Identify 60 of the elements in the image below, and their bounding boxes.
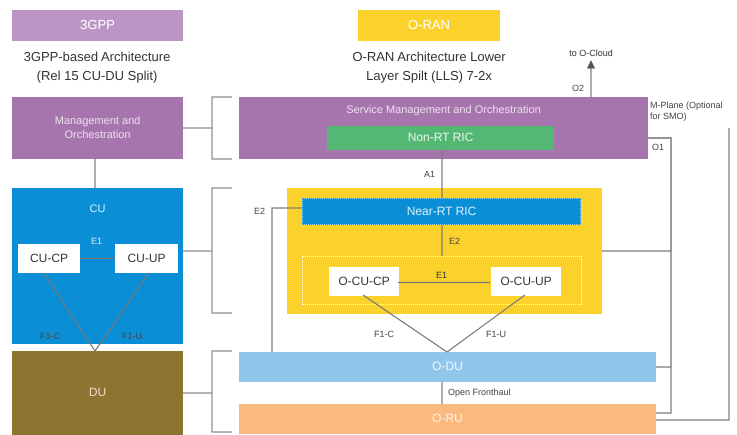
node-text: O-CU-CP <box>338 274 390 290</box>
edge-label: E2 <box>449 236 460 247</box>
du-box <box>12 351 183 435</box>
edge-label: F1-C <box>40 331 60 342</box>
ric-box <box>302 198 581 225</box>
smo-box <box>239 97 648 159</box>
ric-box <box>327 126 554 150</box>
edge-label: F1-C <box>374 329 394 340</box>
node-text: Management and Orchestration <box>54 114 142 142</box>
node-text: Non-RT RIC <box>408 130 474 146</box>
header-bar <box>12 10 183 41</box>
node-text: O-DU <box>432 359 463 375</box>
architecture-title: 3GPP-based Architecture (Rel 15 CU-DU Split) <box>22 48 172 85</box>
dotted-group-box <box>302 256 582 305</box>
connector-line <box>44 272 96 352</box>
edge-label: E1 <box>91 236 102 247</box>
edge-label: E2 <box>254 206 266 217</box>
function-box <box>491 267 561 296</box>
node-text: Near-RT RIC <box>406 204 476 220</box>
edge-label: O2 <box>572 83 584 94</box>
connector-line <box>656 128 730 421</box>
container-box <box>287 188 602 314</box>
connector-line <box>441 382 443 404</box>
management-box <box>12 97 183 159</box>
function-box <box>18 244 80 273</box>
node-text: O-CU-UP <box>500 274 552 290</box>
connector-line <box>80 258 115 260</box>
connector-line <box>94 272 150 352</box>
edge-label: O1 <box>652 142 664 153</box>
cu-box <box>12 188 183 344</box>
connector-line <box>648 137 672 414</box>
edge-label: Open Fronthaul <box>448 387 511 398</box>
node-text: CU-CP <box>30 250 68 266</box>
edge-label: E1 <box>436 270 448 281</box>
node-text: to O-Cloud <box>569 48 613 60</box>
node-text: 3GPP <box>80 17 115 34</box>
architecture-title: O-RAN Architecture Lower Layer Spilt (LLS) 7-2x <box>351 48 507 85</box>
connector-line <box>441 225 443 256</box>
header-bar <box>358 10 500 41</box>
node-text: O-RU <box>432 411 463 427</box>
connector-line <box>94 159 96 188</box>
edge-label: F1-U <box>122 331 142 342</box>
edge-label: F1-U <box>486 329 506 340</box>
node-text: CU-UP <box>128 250 166 266</box>
node-text: DU <box>88 385 106 401</box>
connector-line <box>441 150 443 198</box>
node-text: CU <box>90 202 106 216</box>
function-box <box>329 267 399 296</box>
connector-line <box>362 294 448 352</box>
connector-line <box>398 282 490 284</box>
o-du-bar <box>239 352 656 382</box>
edge-label: M-Plane (Optional for SMO) <box>650 100 724 122</box>
o-ru-bar <box>239 404 656 434</box>
node-text: O-RAN <box>408 17 450 34</box>
function-box <box>115 244 178 273</box>
connector-line <box>271 207 302 352</box>
connector-line <box>446 294 526 352</box>
arrow <box>586 60 596 97</box>
edge-label: A1 <box>424 169 436 180</box>
node-text: Service Management and Orchestration <box>346 103 541 118</box>
